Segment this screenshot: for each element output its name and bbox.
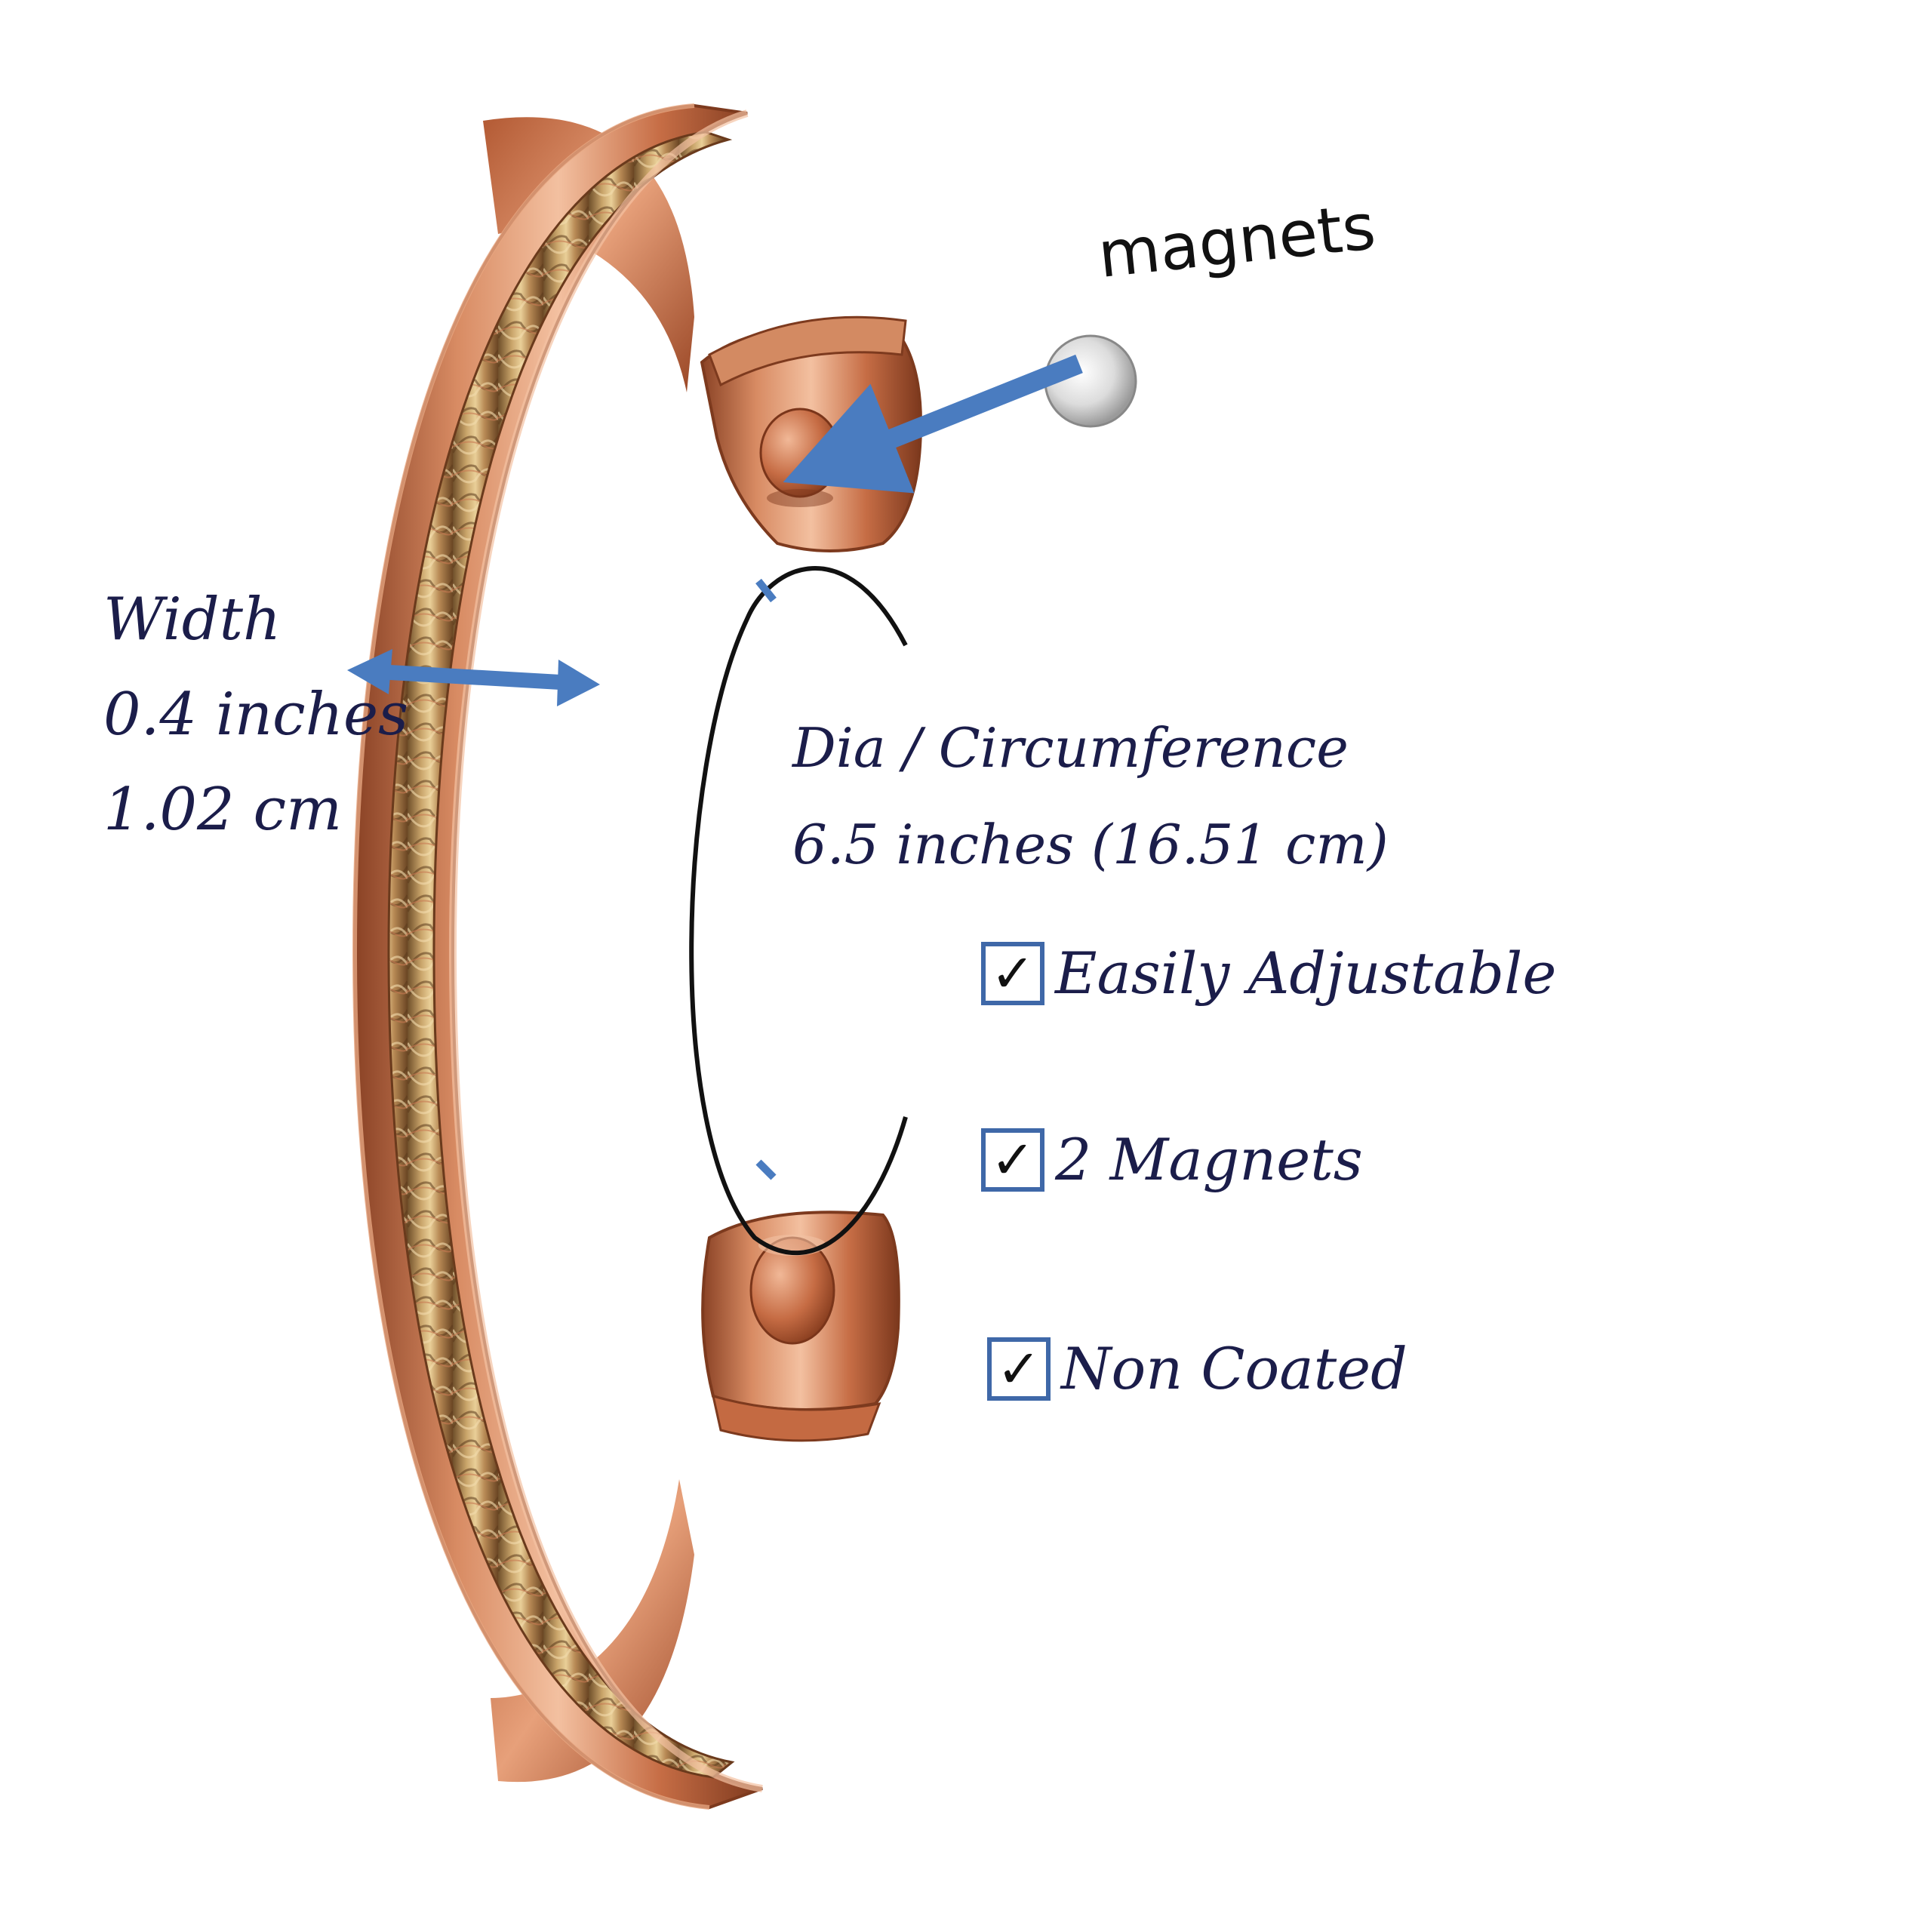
- checkmark-icon: ✓: [990, 1129, 1035, 1191]
- width-dimension-arrow: [347, 649, 600, 706]
- magnet-pointer-arrow: [783, 354, 1083, 494]
- circumference-value: 6.5 inches (16.51 cm): [792, 813, 1389, 876]
- circumference-arc: [689, 566, 908, 1256]
- circumference-annotation: Dia / Circumference 6.5 inches (16.51 cm…: [792, 721, 1389, 914]
- feature-label: Easily Adjustable: [1055, 940, 1557, 1007]
- magnet-stud-top: [759, 408, 841, 498]
- width-annotation: Width 0.4 inches 1.02 cm: [103, 590, 408, 875]
- width-inches: 0.4 inches: [103, 681, 409, 749]
- width-heading: Width: [103, 586, 281, 654]
- checkmark-icon: ✓: [996, 1338, 1041, 1400]
- checkbox-icon: ✓: [981, 1128, 1044, 1192]
- bracelet-bottom-end-cap: [701, 1211, 900, 1442]
- circumference-heading: Dia / Circumference: [792, 716, 1349, 780]
- feature-2-magnets: ✓ 2 Magnets: [981, 1128, 1363, 1192]
- checkbox-icon: ✓: [987, 1337, 1051, 1401]
- feature-easily-adjustable: ✓ Easily Adjustable: [981, 942, 1556, 1005]
- twisted-wire-braid: [387, 131, 735, 1779]
- width-cm: 1.02 cm: [103, 776, 343, 844]
- checkmark-icon: ✓: [990, 943, 1035, 1004]
- feature-label: 2 Magnets: [1055, 1126, 1363, 1193]
- checkbox-icon: ✓: [981, 942, 1044, 1005]
- feature-non-coated: ✓ Non Coated: [987, 1337, 1407, 1401]
- feature-label: Non Coated: [1061, 1335, 1407, 1402]
- copper-bracelet: [352, 103, 763, 1810]
